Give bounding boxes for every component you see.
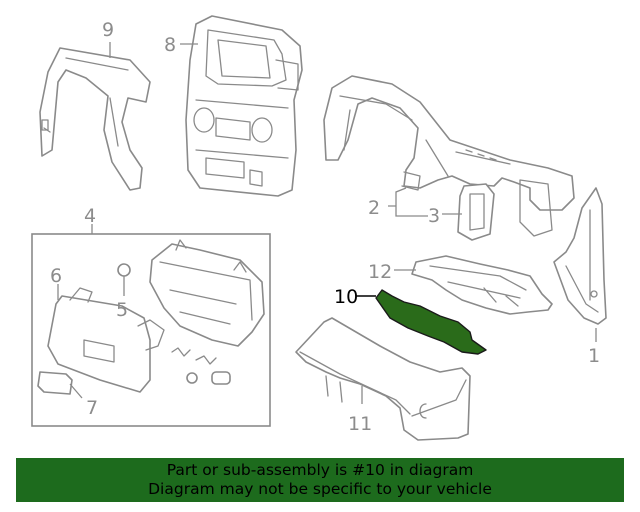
banner-line-2: Diagram may not be specific to your vehi…	[148, 480, 492, 498]
spring-hardware	[171, 347, 231, 385]
part-6-glove-door	[47, 287, 165, 393]
info-banner: Part or sub-assembly is #10 in diagram D…	[16, 458, 624, 502]
callout-8: 8	[164, 34, 198, 56]
callout-12: 12	[368, 261, 416, 283]
callout-10: 10	[334, 286, 376, 308]
part-5-screw	[117, 263, 131, 296]
callout-4: 4	[84, 205, 96, 234]
svg-text:2: 2	[368, 197, 380, 219]
callout-6: 6	[50, 265, 62, 300]
part-2-panel-carrier	[323, 75, 575, 237]
part-12-bracket	[411, 255, 553, 315]
banner-line-1: Part or sub-assembly is #10 in diagram	[166, 461, 474, 479]
part-11-lower-panel	[295, 317, 471, 441]
svg-text:6: 6	[50, 265, 62, 287]
svg-text:11: 11	[348, 413, 372, 435]
svg-text:12: 12	[368, 261, 392, 283]
part-8-center-bezel	[185, 15, 303, 197]
callout-7: 7	[69, 383, 98, 419]
callout-1: 1	[588, 328, 600, 367]
part-7-bumper	[37, 371, 73, 395]
glove-box-bin	[149, 239, 265, 347]
part-9-trim-bezel	[39, 47, 151, 191]
callout-3: 3	[428, 205, 462, 227]
svg-text:1: 1	[588, 345, 600, 367]
svg-text:10: 10	[334, 286, 358, 308]
svg-text:3: 3	[428, 205, 440, 227]
svg-text:9: 9	[102, 19, 114, 41]
svg-text:7: 7	[86, 397, 98, 419]
svg-text:8: 8	[164, 34, 176, 56]
callout-2: 2	[368, 187, 428, 219]
svg-text:4: 4	[84, 205, 96, 227]
part-1-end-cap	[553, 187, 607, 325]
part-3-vent	[457, 183, 495, 241]
part-10-highlighted	[375, 289, 487, 355]
part-4-group-frame	[31, 233, 271, 427]
callout-5: 5	[116, 299, 128, 321]
callout-9: 9	[102, 19, 114, 58]
svg-text:5: 5	[116, 299, 128, 321]
callout-11: 11	[348, 386, 372, 435]
